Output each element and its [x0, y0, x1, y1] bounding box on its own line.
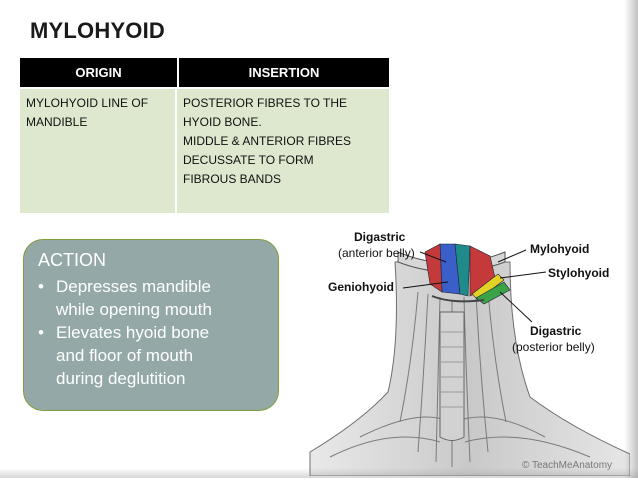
geniohyoid-muscle — [454, 243, 471, 297]
watermark: © TeachMeAnatomy — [522, 460, 612, 471]
action-item: Depresses mandible while opening mouth — [38, 275, 264, 321]
insertion-cell: POSTERIOR FIBRES TO THE HYOID BONE. MIDD… — [177, 89, 389, 213]
origin-insertion-table: ORIGIN INSERTION MYLOHYOID LINE OF MANDI… — [20, 58, 389, 213]
origin-line: MANDIBLE — [26, 115, 88, 129]
slide-title: MYLOHYOID — [30, 18, 166, 43]
header-origin: ORIGIN — [20, 58, 179, 87]
insertion-line: HYOID BONE. — [183, 115, 262, 129]
label-digastric-posterior: Digastric — [530, 324, 582, 338]
neck-illustration — [309, 243, 631, 477]
action-item-line: and floor of mouth — [56, 346, 194, 365]
label-mylohyoid: Mylohyoid — [530, 242, 590, 256]
slide-shadow-bottom — [0, 468, 638, 478]
action-item-line: Depresses mandible — [56, 277, 211, 296]
label-stylohyoid: Stylohyoid — [548, 266, 610, 280]
header-insertion: INSERTION — [179, 58, 389, 87]
slide-shadow-right — [624, 0, 638, 478]
anatomy-figure: Digastric (anterior belly) Geniohyoid My… — [300, 222, 631, 477]
watermark-text: TeachMeAnatomy — [531, 460, 613, 471]
action-item-line: Elevates hyoid bone — [56, 323, 210, 342]
table-row: MYLOHYOID LINE OF MANDIBLE POSTERIOR FIB… — [20, 89, 389, 213]
label-digastric-anterior-sub: (anterior belly) — [338, 246, 415, 260]
insertion-line: FIBROUS BANDS — [183, 172, 282, 186]
action-item-line: while opening mouth — [56, 300, 212, 319]
copyright-icon: © — [522, 460, 530, 471]
digastric-posterior-belly-muscle — [475, 281, 511, 305]
insertion-line: MIDDLE & ANTERIOR FIBRES — [183, 134, 352, 148]
action-list: Depresses mandible while opening mouth E… — [38, 275, 264, 390]
origin-cell: MYLOHYOID LINE OF MANDIBLE — [20, 89, 177, 213]
label-digastric-posterior-sub: (posterior belly) — [512, 340, 595, 354]
origin-line: MYLOHYOID LINE OF — [26, 96, 149, 110]
table-header-row: ORIGIN INSERTION — [20, 58, 389, 87]
insertion-line: POSTERIOR FIBRES TO THE — [183, 96, 348, 110]
action-title: ACTION — [38, 250, 107, 270]
action-item: Elevates hyoid bone and floor of mouth d… — [38, 321, 264, 390]
action-item-line: during deglutition — [56, 369, 186, 388]
hyoid-bone — [431, 295, 485, 303]
insertion-line: DECUSSATE TO FORM — [183, 153, 314, 167]
action-box: ACTION Depresses mandible while opening … — [23, 239, 279, 411]
label-geniohyoid: Geniohyoid — [328, 280, 394, 294]
label-digastric-anterior: Digastric — [354, 230, 406, 244]
